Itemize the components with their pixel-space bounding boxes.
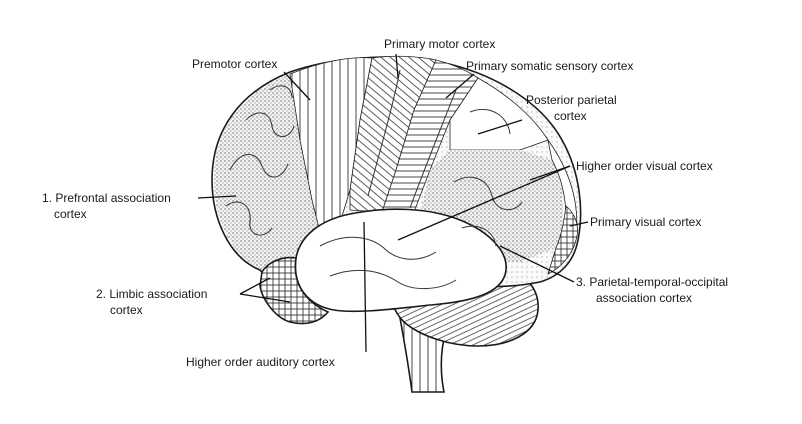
label-premotor: Premotor cortex [192,57,277,71]
label-posterior-parietal-1: Posterior parietal [526,93,617,107]
label-pto-2: association cortex [596,291,692,305]
temporal-lobe [294,208,507,313]
primary-somatic-region [381,59,479,213]
label-prefrontal-2: cortex [54,207,87,221]
label-primary-somatic: Primary somatic sensory cortex [466,59,633,73]
label-pto-1: 3. Parietal-temporal-occipital [576,275,728,289]
leader-primary-somatic [445,73,475,99]
label-prefrontal-1: 1. Prefrontal association [42,191,171,205]
leader-primary-motor [395,53,399,79]
label-higher-visual: Higher order visual cortex [576,159,713,173]
leader-posterior-parietal [477,119,523,135]
label-posterior-parietal-2: cortex [554,109,587,123]
labels: Premotor cortex Primary motor cortex Pri… [42,37,728,369]
leader-higher-visual-2 [397,165,571,241]
label-limbic-1: 2. Limbic association [96,287,207,301]
prefrontal-region [214,74,322,270]
leader-prefrontal [197,195,237,199]
leader-primary-visual [569,221,589,227]
leader-premotor [283,71,311,101]
label-primary-motor: Primary motor cortex [384,37,495,51]
primary-visual-region [547,205,578,275]
leader-limbic-1 [239,277,271,295]
label-primary-visual: Primary visual cortex [590,215,701,229]
leader-lines [197,53,589,353]
label-higher-auditory: Higher order auditory cortex [186,355,335,369]
label-limbic-2: cortex [110,303,143,317]
primary-motor-region [349,55,437,213]
leader-higher-auditory [363,221,367,353]
limbic-region [259,256,330,325]
gyri-folds [225,69,523,289]
leader-pto [499,245,575,283]
leader-limbic-2 [239,293,291,303]
